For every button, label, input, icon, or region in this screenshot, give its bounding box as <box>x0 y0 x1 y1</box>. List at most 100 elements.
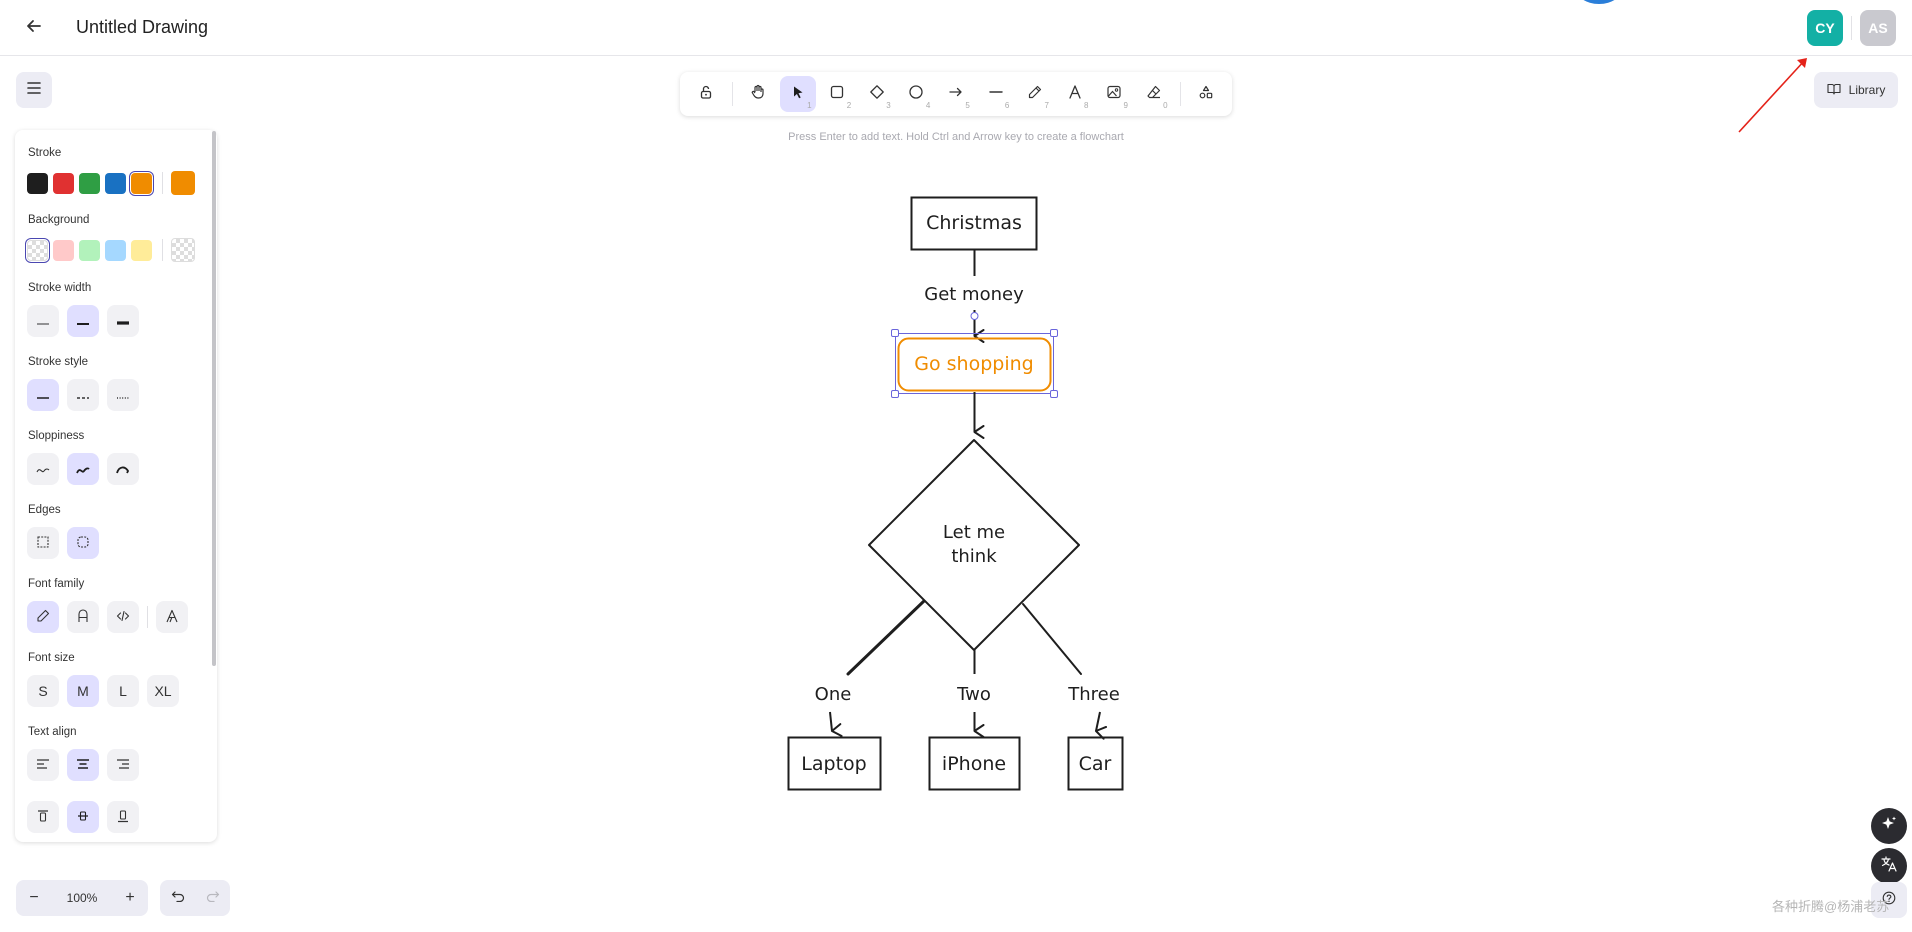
background-swatch-yellow[interactable] <box>131 239 152 261</box>
help-button[interactable] <box>1871 882 1907 918</box>
stroke-label: Stroke <box>28 147 62 159</box>
stroke-swatch-blue[interactable] <box>105 172 126 194</box>
node-car[interactable]: Car <box>1067 736 1124 791</box>
zoom-controls: − 100% + <box>16 880 148 916</box>
font-size-xl[interactable]: XL <box>147 675 179 707</box>
vertical-align-top[interactable] <box>27 801 59 833</box>
stroke-current-color[interactable] <box>171 171 195 195</box>
resize-handle-sw[interactable] <box>891 390 899 398</box>
font-family-code[interactable] <box>107 601 139 633</box>
arrow-into-laptop <box>829 711 843 738</box>
node-go-shopping[interactable]: Go shopping <box>897 337 1052 392</box>
tool-selection[interactable]: 1 <box>780 76 816 112</box>
main-menu-button[interactable] <box>16 72 52 108</box>
resize-handle-nw[interactable] <box>891 329 899 337</box>
back-button[interactable] <box>20 14 48 42</box>
redo-button[interactable] <box>198 883 228 913</box>
eraser-icon <box>1146 84 1162 105</box>
tool-lock[interactable] <box>688 76 724 112</box>
text-icon <box>1067 84 1083 105</box>
background-swatch-transparent[interactable] <box>27 239 48 261</box>
font-size-s[interactable]: S <box>27 675 59 707</box>
font-family-more[interactable] <box>156 601 188 633</box>
library-button[interactable]: Library <box>1814 72 1898 108</box>
tool-diamond[interactable]: 3 <box>859 76 895 112</box>
tool-eraser[interactable]: 0 <box>1136 76 1172 112</box>
font-size-row: S M L XL <box>27 675 187 707</box>
font-size-l[interactable]: L <box>107 675 139 707</box>
zoom-level[interactable]: 100% <box>66 891 98 905</box>
font-size-m[interactable]: M <box>67 675 99 707</box>
code-icon <box>116 609 130 626</box>
undo-button[interactable] <box>163 883 193 913</box>
font-family-normal[interactable] <box>67 601 99 633</box>
stroke-swatch-red[interactable] <box>53 172 74 194</box>
tool-rectangle[interactable]: 2 <box>820 76 856 112</box>
arrow-into-car <box>1095 711 1108 740</box>
edges-round[interactable] <box>67 527 99 559</box>
background-swatch-blue[interactable] <box>105 239 126 261</box>
tool-extra-tools[interactable] <box>1189 76 1225 112</box>
node-iphone[interactable]: iPhone <box>928 736 1021 791</box>
vertical-align-bottom[interactable] <box>107 801 139 833</box>
zoom-in-button[interactable]: + <box>125 889 135 906</box>
background-swatch-green[interactable] <box>79 239 100 261</box>
hand-icon <box>750 84 766 105</box>
tool-image[interactable]: 9 <box>1096 76 1132 112</box>
watermark: 各种折腾@杨浦老苏 <box>1772 899 1890 914</box>
cartoonist-curve-icon <box>116 461 130 477</box>
stroke-width-bold[interactable] <box>67 305 99 337</box>
resize-handle-se[interactable] <box>1050 390 1058 398</box>
book-icon <box>1827 83 1841 98</box>
zoom-out-button[interactable]: − <box>29 889 39 906</box>
stroke-style-solid[interactable] <box>27 379 59 411</box>
text-align-right[interactable] <box>107 749 139 781</box>
stroke-swatch-orange[interactable] <box>131 172 152 194</box>
stroke-swatch-green[interactable] <box>79 172 100 194</box>
node-decision[interactable]: Let me think <box>868 439 1080 651</box>
stroke-style-dotted[interactable] <box>107 379 139 411</box>
background-current-color[interactable] <box>171 238 195 262</box>
tool-text[interactable]: 8 <box>1057 76 1093 112</box>
stroke-width-thin[interactable] <box>27 305 59 337</box>
font-family-handwritten[interactable] <box>27 601 59 633</box>
sloppiness-architect[interactable] <box>27 453 59 485</box>
avatar-as[interactable]: AS <box>1860 10 1896 46</box>
stroke-swatch-black[interactable] <box>27 172 48 194</box>
sloppiness-artist[interactable] <box>67 453 99 485</box>
extra-bold-line-icon <box>116 313 130 329</box>
tool-draw[interactable]: 7 <box>1017 76 1053 112</box>
node-laptop[interactable]: Laptop <box>787 736 882 791</box>
node-decision-line2: think <box>951 546 997 567</box>
panel-scrollbar[interactable] <box>212 131 216 666</box>
edges-sharp[interactable] <box>27 527 59 559</box>
ai-assistant-button[interactable] <box>1871 808 1907 844</box>
avatar-cy[interactable]: CY <box>1807 10 1843 46</box>
edge-label-get-money: Get money <box>924 284 1024 305</box>
rotation-handle[interactable] <box>970 312 979 320</box>
document-title[interactable]: Untitled Drawing <box>76 17 209 37</box>
tool-line[interactable]: 6 <box>978 76 1014 112</box>
tool-arrow[interactable]: 5 <box>938 76 974 112</box>
sloppiness-cartoonist[interactable] <box>107 453 139 485</box>
text-align-left[interactable] <box>27 749 59 781</box>
arrow-left-icon <box>25 17 43 40</box>
stroke-width-extra-bold[interactable] <box>107 305 139 337</box>
vertical-align-middle[interactable] <box>67 801 99 833</box>
connector-branch-one <box>846 599 926 676</box>
text-align-center[interactable] <box>67 749 99 781</box>
dashed-line-icon <box>76 387 90 403</box>
font-divider <box>147 606 148 628</box>
node-go-shopping-label: Go shopping <box>914 353 1033 375</box>
background-label: Background <box>28 214 90 226</box>
blue-circle-decoration <box>1575 0 1623 4</box>
resize-handle-ne[interactable] <box>1050 329 1058 337</box>
tool-hand[interactable] <box>741 76 777 112</box>
tool-ellipse[interactable]: 4 <box>899 76 935 112</box>
diamond-icon <box>869 84 885 105</box>
node-christmas[interactable]: Christmas <box>910 196 1038 251</box>
stroke-style-dashed[interactable] <box>67 379 99 411</box>
round-corner-icon <box>76 535 90 552</box>
translate-button[interactable] <box>1871 848 1907 884</box>
background-swatch-pink[interactable] <box>53 239 74 261</box>
